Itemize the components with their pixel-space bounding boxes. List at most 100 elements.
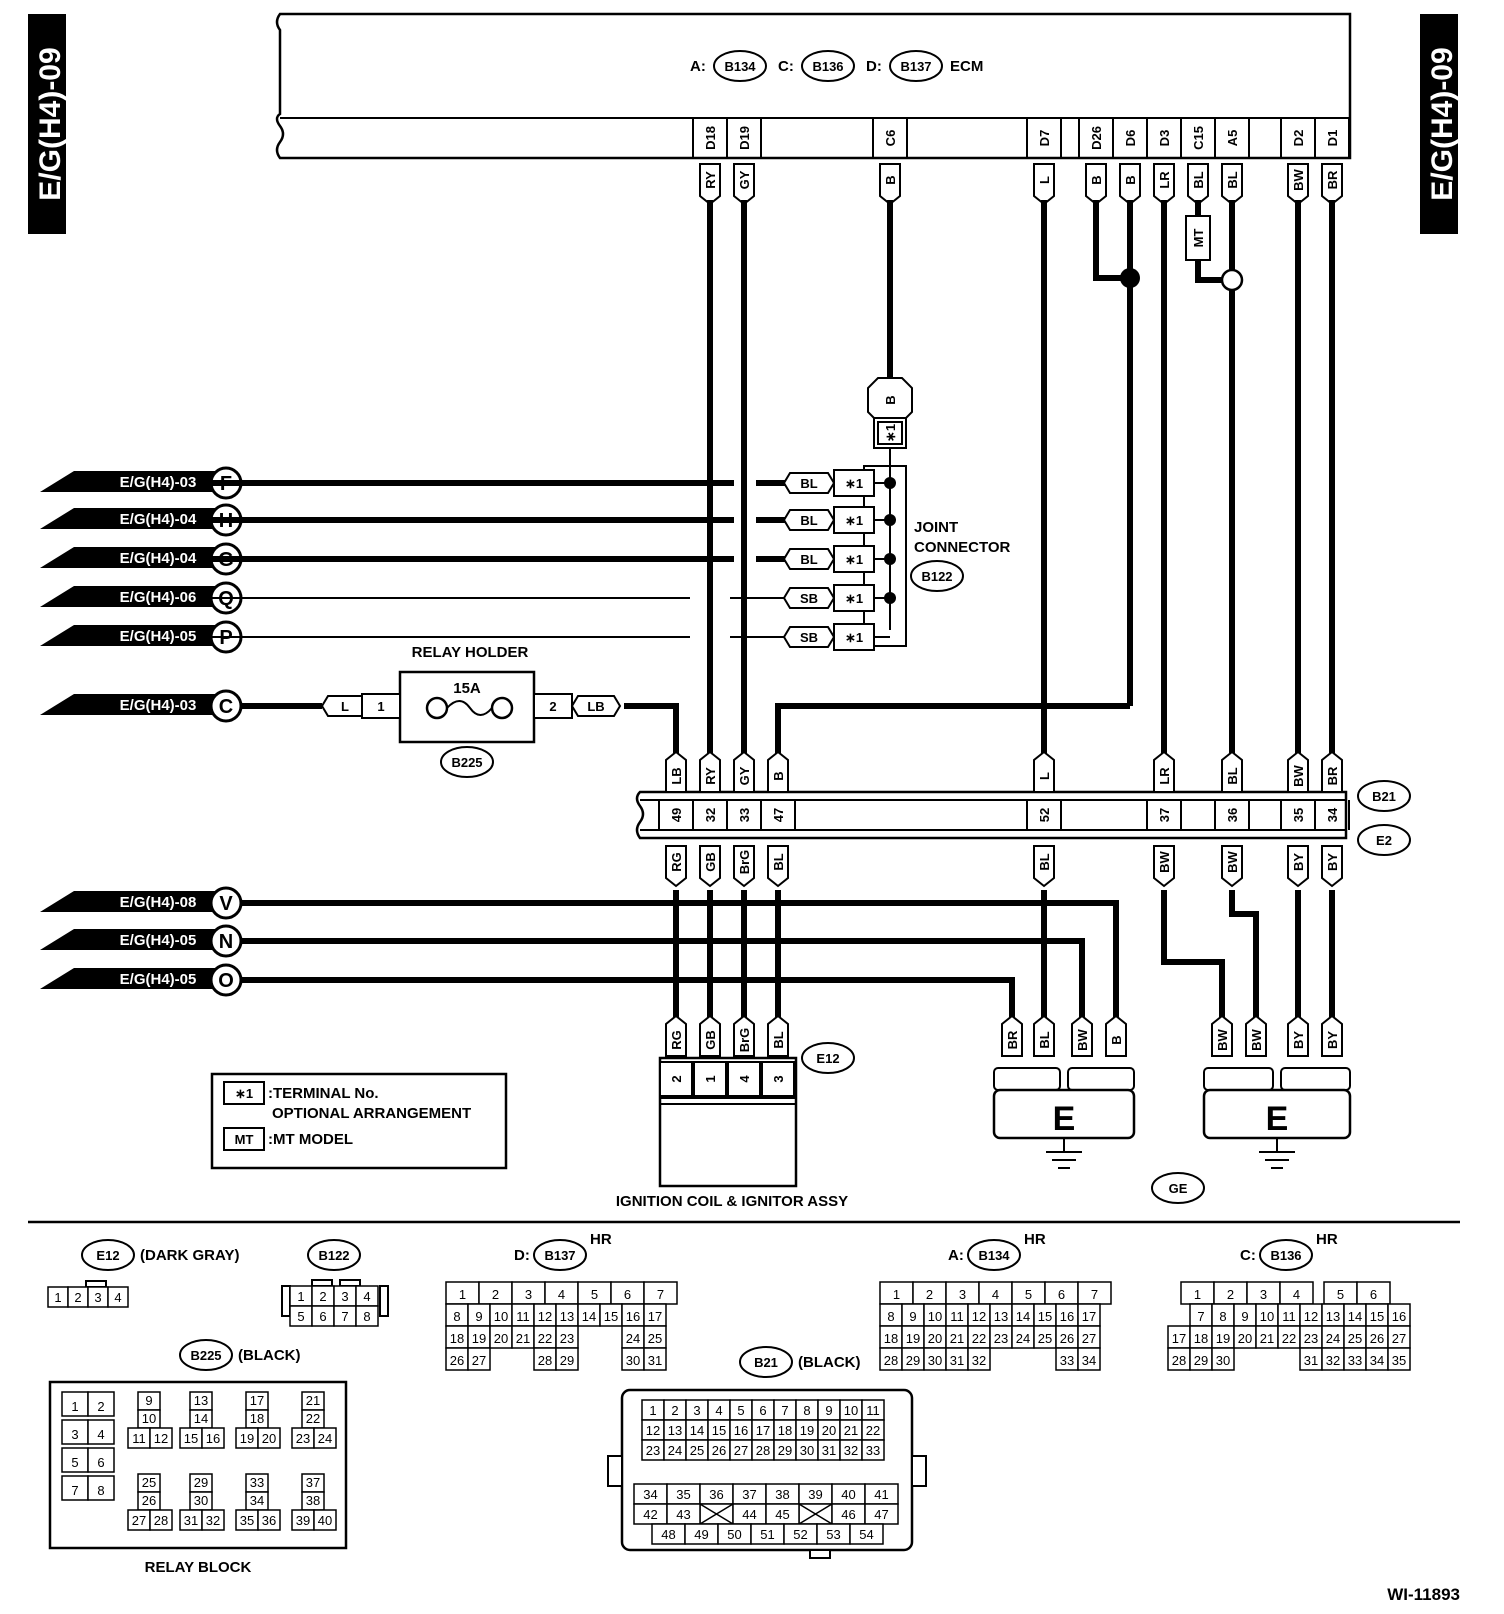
pin-number: 23 <box>1304 1331 1318 1346</box>
ecm-wire-A5: BL <box>1225 171 1240 188</box>
b122-key <box>311 1279 333 1287</box>
pin-number: 40 <box>318 1513 332 1528</box>
ecm-pin-C6: C6 <box>883 130 898 147</box>
svg-text:LB: LB <box>587 699 604 714</box>
b21-top-wire: GY <box>737 766 752 785</box>
pin-number: 7 <box>341 1309 348 1324</box>
ignition-wire-shape <box>733 1014 755 1057</box>
e2-bottom-wire-shape <box>1321 845 1343 888</box>
ignition-pin-box <box>659 1061 693 1097</box>
pin-number: 9 <box>1241 1309 1248 1324</box>
wires <box>212 200 1335 1030</box>
pin-number: 13 <box>560 1309 574 1324</box>
ext-ref-arrow <box>40 968 216 989</box>
pin-number: 19 <box>472 1331 486 1346</box>
ecm-wire-C6-shape <box>879 163 901 206</box>
b134-tag: HR <box>1024 1231 1046 1248</box>
ignition-pin-box <box>693 1061 727 1097</box>
joint-row-plug <box>782 587 836 609</box>
pin-number: 32 <box>1326 1353 1340 1368</box>
b21-top-wire: BL <box>1225 767 1240 784</box>
ignition-wire: BrG <box>737 1028 752 1053</box>
joint-row-terminal: ∗1 <box>845 513 863 528</box>
ecm-pin-D2: D2 <box>1291 130 1306 147</box>
pin-cell <box>967 1347 991 1371</box>
pin-cell <box>467 1347 491 1371</box>
pin-cell <box>861 1439 885 1461</box>
pin-number: 18 <box>1194 1331 1208 1346</box>
b21-pin-37: 37 <box>1157 808 1172 822</box>
pin-number: 8 <box>363 1309 370 1324</box>
ecm-pin-D7: D7 <box>1037 130 1052 147</box>
pin-number: 14 <box>582 1309 596 1324</box>
ext-ref-arrow <box>40 586 216 607</box>
pin-number: 12 <box>646 1423 660 1438</box>
e2-bottom-wire: BY <box>1325 853 1340 871</box>
pin-number: 18 <box>778 1423 792 1438</box>
pin-number: 2 <box>671 1403 678 1418</box>
pin-number: 34 <box>250 1493 264 1508</box>
pin-number: 7 <box>71 1483 78 1498</box>
mt-tag: MT <box>1185 215 1211 261</box>
ground-wire: B <box>1109 1035 1124 1044</box>
ext-ref-label: E/G(H4)-08 <box>120 894 197 911</box>
joint-row-terminal: ∗1 <box>845 552 863 567</box>
b21-desc: (BLACK) <box>798 1354 860 1371</box>
pin-number: 30 <box>928 1353 942 1368</box>
pin-number: 6 <box>1370 1287 1377 1302</box>
ignition-pin: 3 <box>771 1075 786 1082</box>
ground-wire-shape <box>1071 1014 1093 1057</box>
svg-text:E/G(H4)-09: E/G(H4)-09 <box>34 47 67 200</box>
ground-wire: BY <box>1291 1031 1306 1049</box>
pin-number: 2 <box>926 1287 933 1302</box>
b21-pins: LB49RGRY32GBGY33BrGB47BLL52BLLR37BWBL36B… <box>658 750 1350 888</box>
b21-top-wire-shape <box>733 750 755 793</box>
pin-number: 20 <box>822 1423 836 1438</box>
pin-cell <box>87 1475 115 1501</box>
pin-number: 16 <box>206 1431 220 1446</box>
legend: ∗1 :TERMINAL No. OPTIONAL ARRANGEMENT MT… <box>210 1072 508 1170</box>
pin-number: 18 <box>450 1331 464 1346</box>
pin-number: 33 <box>866 1443 880 1458</box>
pin-number: 22 <box>972 1331 986 1346</box>
e2-bottom-wire: GB <box>703 852 718 872</box>
connector-code: B137 <box>544 1248 575 1263</box>
pin-number: 10 <box>928 1309 942 1324</box>
pin-number: 36 <box>262 1513 276 1528</box>
connector-code: B225 <box>190 1348 221 1363</box>
e2-bottom-wire-shape <box>1221 845 1243 888</box>
pin-number: 51 <box>760 1527 774 1542</box>
pin-number: 31 <box>648 1353 662 1368</box>
pin-number: 7 <box>1197 1309 1204 1324</box>
ecm-wire-D3-shape <box>1153 163 1175 206</box>
joint-row-terminal: ∗1 <box>845 630 863 645</box>
ecm-wire-D18-shape <box>699 163 721 206</box>
b21-top-wire-shape <box>1221 750 1243 793</box>
connector-code: B21 <box>754 1355 778 1370</box>
connector-code-oval <box>533 1239 587 1271</box>
pin-number: 34 <box>1370 1353 1384 1368</box>
joint-row-wire: SB <box>800 630 818 645</box>
ext-ref-label: E/G(H4)-03 <box>120 697 197 714</box>
ignition-pin-box <box>727 1061 761 1097</box>
pin-number: 22 <box>538 1331 552 1346</box>
pin-number: 1 <box>1194 1287 1201 1302</box>
pin-cell <box>201 1509 225 1531</box>
pin-number: 13 <box>1326 1309 1340 1324</box>
pin-number: 22 <box>1282 1331 1296 1346</box>
b21-top-wire: LB <box>669 767 684 784</box>
pin-number: 44 <box>742 1507 756 1522</box>
pin-number: 28 <box>1172 1353 1186 1368</box>
pin-number: 14 <box>1016 1309 1030 1324</box>
pin-cell <box>87 1419 115 1445</box>
connector-code: B136 <box>1270 1248 1301 1263</box>
pin-number: 5 <box>297 1309 304 1324</box>
b21-top-wire-shape <box>1033 750 1055 793</box>
pin-number: 38 <box>775 1487 789 1502</box>
ecm-wire-D1-shape <box>1321 163 1343 206</box>
pin-number: 22 <box>306 1411 320 1426</box>
pin-cell <box>87 1391 115 1417</box>
pin-number: 26 <box>712 1443 726 1458</box>
